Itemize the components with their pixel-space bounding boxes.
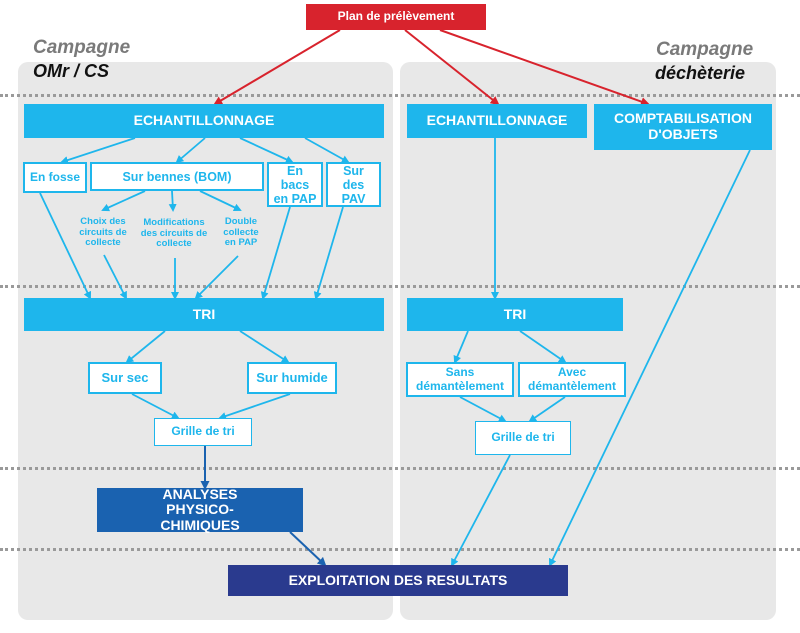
separator-line [0, 285, 800, 288]
comptabilisation-node: COMPTABILISATION D'OBJETS [594, 104, 772, 150]
plan-de-prelevement-node: Plan de prélèvement [306, 4, 486, 30]
sans-demantelement-node: Sans démantèlement [406, 362, 514, 397]
echantillonnage-left-node: ECHANTILLONNAGE [24, 104, 384, 138]
sur-bennes-node: Sur bennes (BOM) [90, 162, 264, 191]
modifications-circuits-label: Modifications des circuits de collecte [140, 217, 208, 250]
sur-humide-node: Sur humide [247, 362, 337, 394]
choix-circuits-label: Choix des circuits de collecte [79, 216, 127, 249]
grille-de-tri-left-node: Grille de tri [154, 418, 252, 446]
grille-de-tri-right-node: Grille de tri [475, 421, 571, 455]
analyses-physico-chimiques-node: ANALYSES PHYSICO-CHIMIQUES [97, 486, 303, 533]
campaign-left-subtitle: OMr / CS [33, 61, 110, 81]
en-fosse-node: En fosse [23, 162, 87, 193]
tri-left-node: TRI [24, 298, 384, 331]
exploitation-resultats-node: EXPLOITATION DES RESULTATS [228, 565, 568, 596]
sur-sec-node: Sur sec [88, 362, 162, 394]
campaign-right-title: Campagne [656, 39, 754, 60]
separator-line [0, 94, 800, 97]
echantillonnage-right-node: ECHANTILLONNAGE [407, 104, 587, 138]
tri-right-node: TRI [407, 298, 623, 331]
en-bacs-node: En bacs en PAP [267, 162, 323, 207]
campaign-left-title: Campagne [33, 37, 131, 58]
panel-decheterie [400, 62, 776, 620]
sur-pav-node: Sur des PAV [326, 162, 381, 207]
separator-line [0, 548, 800, 551]
campaign-right-subtitle: déchèterie [655, 63, 746, 83]
double-collecte-label: Double collecte en PAP [223, 216, 259, 249]
separator-line [0, 467, 800, 470]
avec-demantelement-node: Avec démantèlement [518, 362, 626, 397]
